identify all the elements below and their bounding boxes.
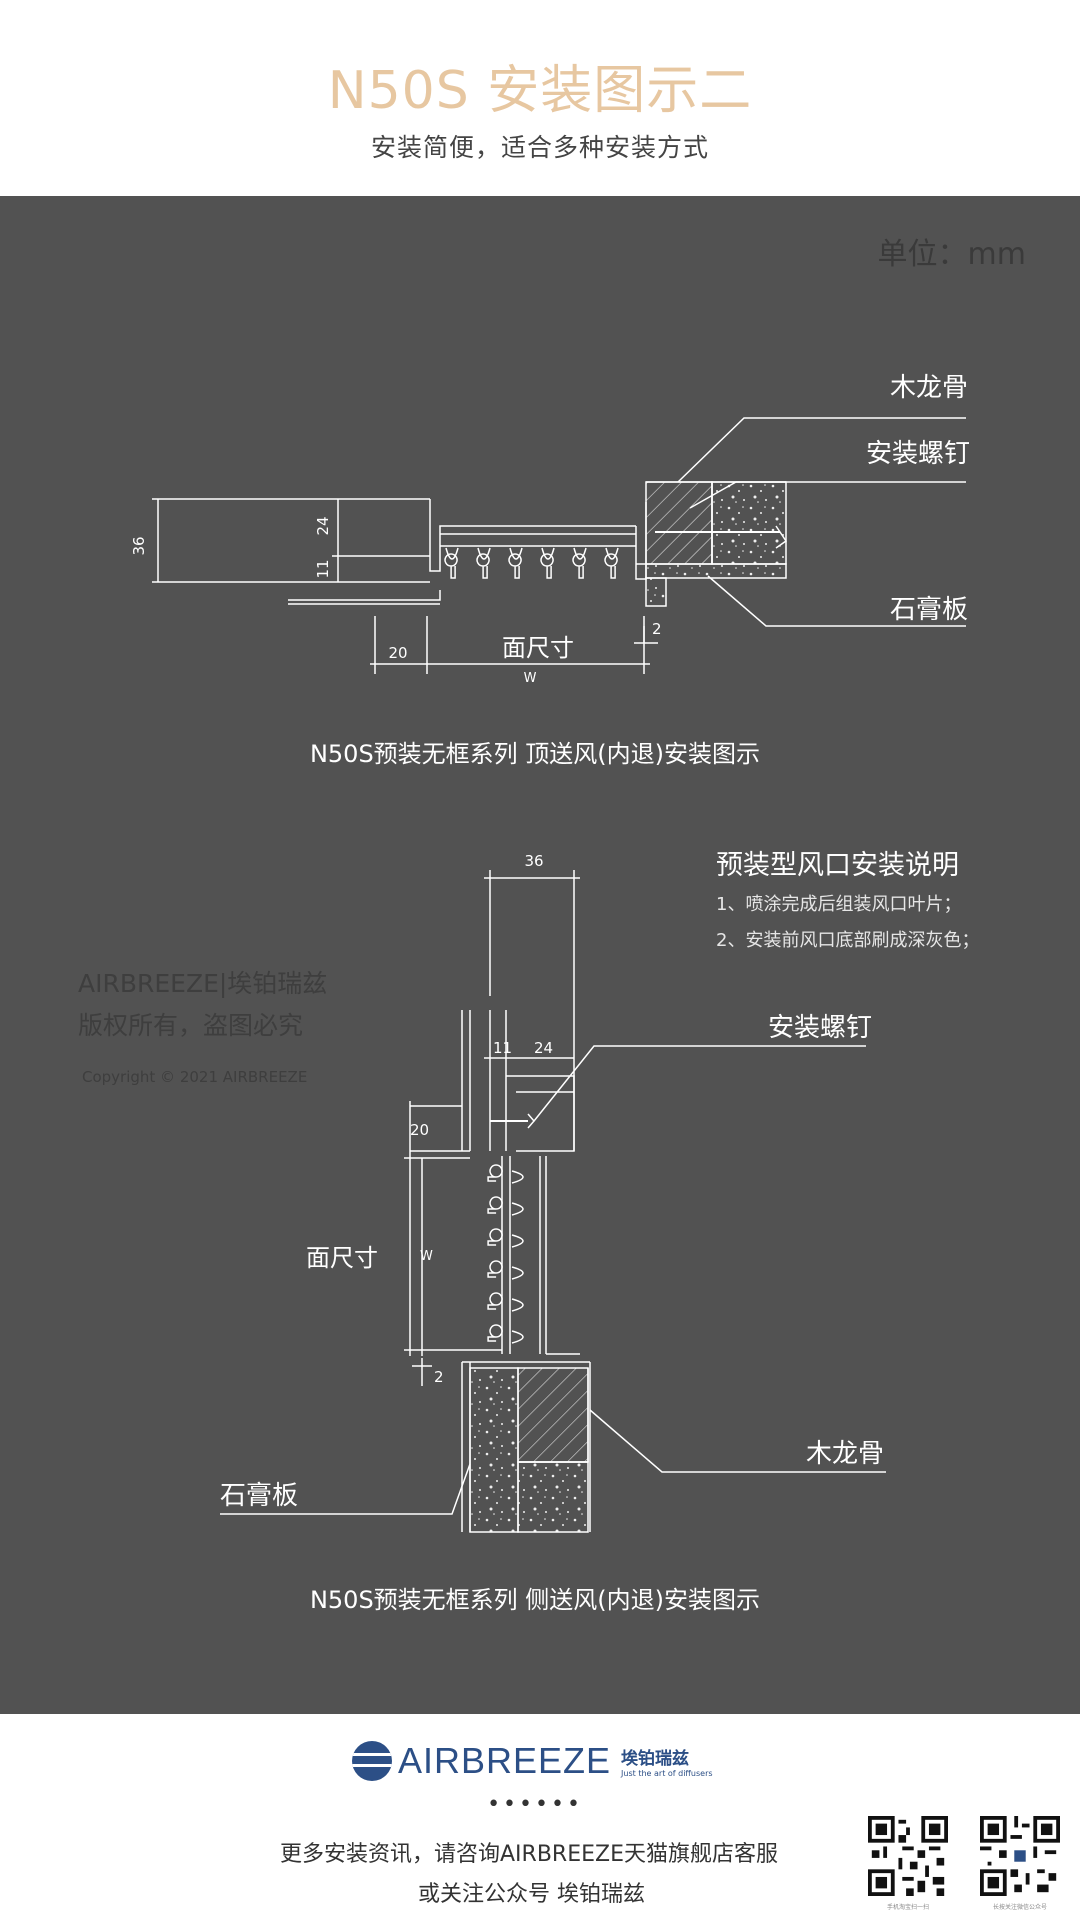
qr-caption-wechat: 长按关注微信公众号: [992, 1904, 1047, 1911]
brand-name: AIRBREEZE: [398, 1740, 612, 1781]
label1-wood: 木龙骨: [890, 373, 968, 403]
dim2-20: 20: [410, 1121, 429, 1139]
brand-logo-icon: [352, 1741, 392, 1781]
dim1-11: 11: [314, 559, 332, 578]
dim1-20: 20: [388, 644, 407, 662]
label2-wood: 木龙骨: [806, 1439, 884, 1469]
dim2-24: 24: [534, 1039, 553, 1057]
blade-row-1: [444, 547, 619, 579]
watermark-rights: 版权所有，盗图必究: [78, 1011, 303, 1040]
header: N50S 安装图示二 安装简便，适合多种安装方式: [0, 0, 1080, 196]
label1-screw: 安装螺钉: [866, 439, 970, 469]
brand-cn: 埃铂瑞兹: [621, 1749, 690, 1769]
dim1-face: 面尺寸: [502, 634, 574, 662]
qr-code-icon-tmall[interactable]: [868, 1816, 948, 1896]
diagram1-caption: N50S预装无框系列 顶送风(内退)安装图示: [310, 740, 760, 768]
footer-dots: ••••••: [487, 1792, 583, 1817]
notes-title: 预装型风口安装说明: [716, 850, 959, 881]
diagram-svg: 单位：mm: [78, 237, 1026, 1614]
qr-code-icon-wechat[interactable]: [980, 1816, 1060, 1896]
brand-logo: AIRBREEZE 埃铂瑞兹 Just the art of diffusers: [352, 1738, 713, 1784]
diagram-panel: 单位：mm: [0, 196, 1080, 1714]
dim1-w: W: [524, 671, 537, 686]
page-title: N50S 安装图示二: [327, 61, 753, 121]
brand-cn-block: 埃铂瑞兹 Just the art of diffusers: [621, 1744, 713, 1778]
watermark-brand: AIRBREEZE|埃铂瑞兹: [78, 969, 327, 998]
dim1-36: 36: [130, 536, 148, 555]
label1-gypsum: 石膏板: [890, 595, 968, 625]
diagram1: [152, 417, 966, 674]
qr-caption-tmall: 手机淘宝扫一扫: [886, 1904, 929, 1911]
brand-tagline: Just the art of diffusers: [621, 1769, 713, 1778]
notes-item-1: 1、喷涂完成后组装风口叶片；: [716, 894, 961, 915]
label2-screw: 安装螺钉: [768, 1013, 872, 1043]
footer-contact-line: 更多安装资讯，请咨询AIRBREEZE天猫旗舰店客服: [280, 1842, 778, 1867]
dim1-2: 2: [652, 620, 662, 638]
label2-gypsum: 石膏板: [220, 1481, 298, 1511]
dim2-w: W: [420, 1249, 433, 1264]
dim1-24: 24: [314, 516, 332, 535]
dim2-face: 面尺寸: [306, 1244, 378, 1272]
diagram2: [220, 870, 886, 1533]
unit-label: 单位：mm: [878, 237, 1026, 272]
watermark-copyright: Copyright © 2021 AIRBREEZE: [82, 1068, 307, 1086]
dim2-11: 11: [493, 1039, 512, 1057]
diagram2-caption: N50S预装无框系列 侧送风(内退)安装图示: [310, 1586, 760, 1614]
dim2-2: 2: [434, 1368, 444, 1386]
page-subtitle: 安装简便，适合多种安装方式: [370, 133, 709, 162]
blade-row-2: [487, 1164, 524, 1344]
footer-follow-line: 或关注公众号 埃铂瑞兹: [418, 1882, 645, 1907]
dim2-36: 36: [524, 852, 543, 870]
notes-item-2: 2、安装前风口底部刷成深灰色；: [716, 930, 979, 951]
